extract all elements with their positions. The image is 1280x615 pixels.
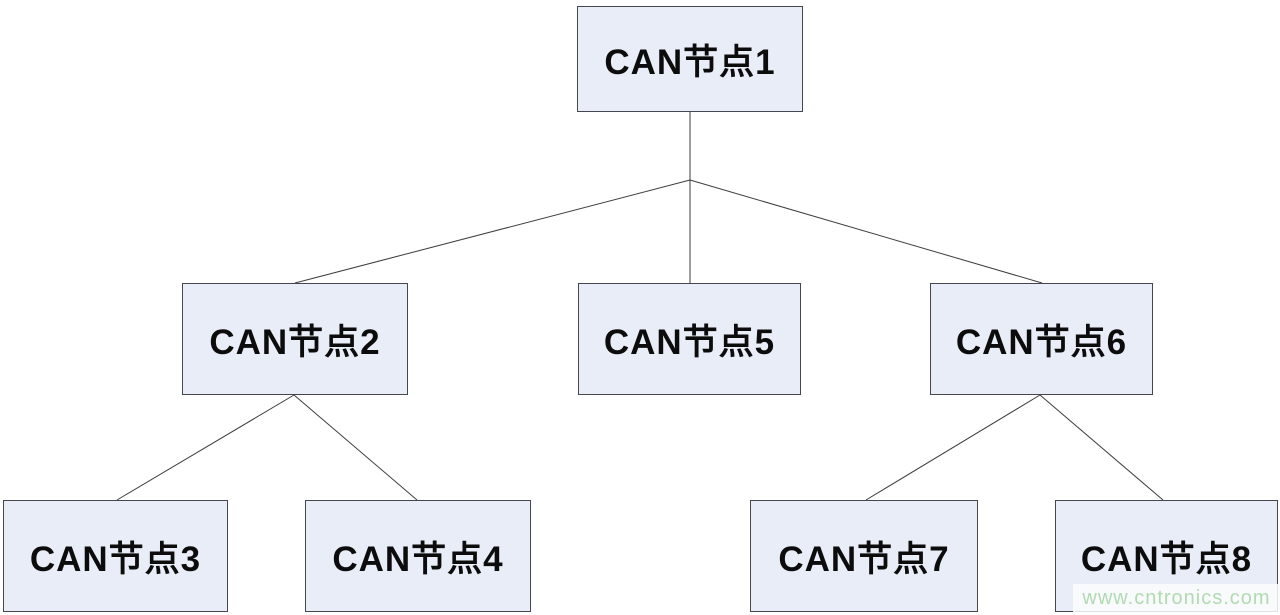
node-can-6: CAN节点6 xyxy=(930,283,1153,395)
node-can-3: CAN节点3 xyxy=(3,500,228,612)
edge-node6-node7 xyxy=(865,394,1041,501)
node-can-4: CAN节点4 xyxy=(305,500,531,612)
edge-node2-node4 xyxy=(293,394,418,501)
edge-node1-node2 xyxy=(294,179,691,284)
node-can-5: CAN节点5 xyxy=(578,283,801,395)
edge-node6-node8 xyxy=(1039,394,1164,501)
watermark: www.cntronics.com xyxy=(1073,584,1280,612)
node-can-7: CAN节点7 xyxy=(750,500,978,612)
node-can-1: CAN节点1 xyxy=(577,6,803,112)
edge-node2-node3 xyxy=(116,394,295,501)
edge-node1-node6 xyxy=(689,179,1043,284)
node-can-2: CAN节点2 xyxy=(182,283,408,395)
